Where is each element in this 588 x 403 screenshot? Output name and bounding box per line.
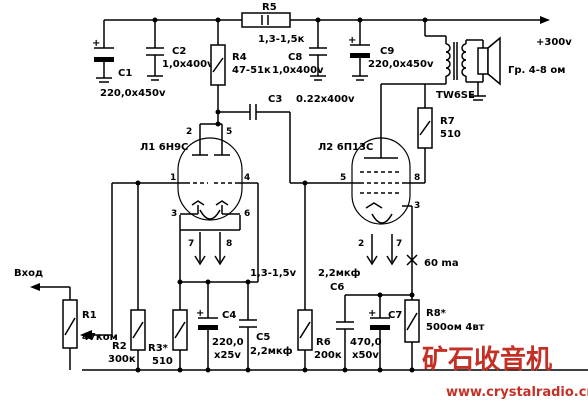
- c1-label: C1: [118, 68, 132, 79]
- c2-label: C2: [172, 46, 186, 57]
- l1-pin-2: 2: [186, 127, 192, 137]
- r6-resistor: R6 200к: [297, 180, 342, 370]
- c4-value-2: x25v: [214, 350, 241, 361]
- c9-label: C9: [380, 46, 394, 57]
- l2-wiring: [345, 83, 426, 300]
- l1-pin-8: 8: [226, 239, 232, 249]
- r6-value: 200к: [314, 350, 342, 361]
- r4-label: R4: [232, 52, 247, 63]
- l2-pin-2: 2: [358, 239, 364, 249]
- l2-label: Л2 6П13С: [318, 142, 373, 153]
- c5-capacitor: C5 2,2мкф: [239, 282, 293, 370]
- c8-label: C8: [288, 52, 302, 63]
- l1-pin-4: 4: [244, 173, 250, 183]
- c5-value: 2,2мкф: [250, 345, 293, 357]
- c4-capacitor: + C4 220,0 x25v: [196, 282, 244, 370]
- c4-label: C4: [222, 310, 236, 321]
- r7-value: 510: [440, 129, 461, 140]
- c8-capacitor: C8 1,0x400v: [272, 20, 327, 81]
- r4-value: 47-51к: [232, 65, 271, 76]
- r4-resistor: R4 47-51к: [210, 20, 271, 115]
- c6-value: 2,2мкф: [318, 267, 361, 279]
- r2-value: 300к: [108, 354, 136, 365]
- watermark-url: www.crystalradio.cn: [446, 385, 588, 400]
- r1-potentiometer: R1 47ком: [62, 299, 118, 370]
- l1-pin-3: 3: [171, 209, 177, 219]
- c2-value: 1,0x400v: [162, 59, 214, 70]
- tube-l1: [177, 137, 243, 221]
- input-jack: Вход: [14, 268, 71, 300]
- r8-resistor: R8* 500ом 4вт: [404, 299, 485, 370]
- r2-resistor: R2 300к: [108, 183, 146, 370]
- r3-label: R3*: [148, 343, 169, 354]
- c2-capacitor: C2 1,0x400v: [146, 20, 214, 81]
- c1-capacitor: + C1 220,0x450v: [92, 20, 166, 99]
- b-plus-label: +300v: [536, 37, 572, 48]
- watermark: 矿石收音机 www.crystalradio.cn: [422, 344, 588, 400]
- output-transformer: TW6SE: [424, 20, 486, 101]
- c6-label: C6: [330, 282, 344, 293]
- c7-value-1: 470,0: [350, 337, 382, 348]
- l2-pin-3: 3: [414, 201, 420, 211]
- l2-pin-8: 8: [414, 173, 420, 183]
- watermark-text: 矿石收音机: [422, 344, 552, 375]
- l1-label: Л1 6Н9С: [140, 142, 188, 153]
- c4-value-1: 220,0: [212, 337, 244, 348]
- c7-capacitor: + C7 470,0 x50v: [350, 295, 402, 370]
- l1-pin-6: 6: [244, 209, 250, 219]
- r7-resistor: R7 510: [417, 107, 461, 149]
- r6-label: R6: [316, 337, 331, 348]
- r5-resistor: R5 1,3-1,5к: [241, 2, 305, 45]
- c8-value: 1,0x400v: [272, 65, 324, 76]
- r5-value: 1,3-1,5к: [258, 34, 305, 45]
- current-label: 60 ma: [424, 258, 459, 269]
- c7-value-2: x50v: [352, 350, 379, 361]
- r8-value: 500ом 4вт: [426, 322, 485, 333]
- r8-label: R8*: [426, 308, 447, 319]
- r3-value: 510: [152, 356, 173, 367]
- c5-label: C5: [256, 332, 270, 343]
- transformer-label: TW6SE: [436, 90, 475, 101]
- c4-plus: +: [196, 308, 204, 319]
- b-plus-rail: [104, 16, 550, 24]
- c7-label: C7: [388, 310, 402, 321]
- r1-value: 47ком: [82, 332, 118, 343]
- l1-pin-7: 7: [188, 239, 194, 249]
- c9-value: 220,0x450v: [368, 59, 434, 70]
- r2-label: R2: [112, 341, 127, 352]
- l1-pin-1: 1: [170, 173, 176, 183]
- input-label: Вход: [14, 268, 43, 279]
- c7-plus: +: [368, 308, 376, 319]
- r5-label: R5: [262, 2, 277, 13]
- r7-label: R7: [440, 116, 455, 127]
- l2-pin-5: 5: [340, 173, 346, 183]
- c3-label: C3: [268, 94, 282, 105]
- speaker-label: Гр. 4-8 ом: [508, 65, 565, 76]
- c6-capacitor: 2,2мкф C6: [318, 267, 361, 370]
- c9-plus: +: [348, 35, 356, 46]
- l1-pin-5: 5: [226, 127, 232, 137]
- c3-value: 0.22x400v: [296, 94, 355, 105]
- l2-pin-7: 7: [396, 239, 402, 249]
- c3-capacitor: C3 0.22x400v: [218, 94, 355, 184]
- speaker-icon: Гр. 4-8 ом: [477, 36, 565, 86]
- c1-plus: +: [92, 38, 100, 49]
- c1-value: 220,0x450v: [100, 88, 166, 99]
- c9-capacitor: + C9 220,0x450v: [348, 20, 434, 81]
- bias-voltage: 1,3-1,5v: [250, 268, 297, 279]
- r3-resistor: R3* 510: [148, 282, 188, 370]
- r1-label: R1: [82, 310, 97, 321]
